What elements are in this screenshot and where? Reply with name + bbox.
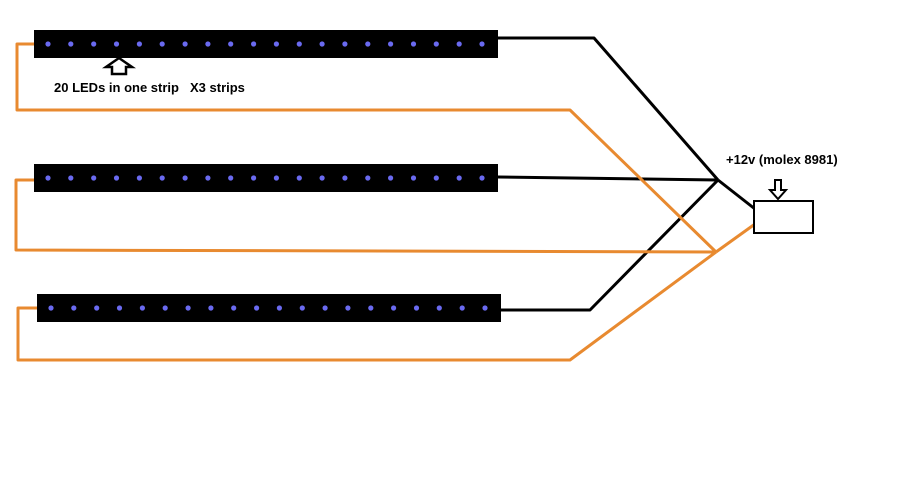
led [436, 305, 442, 311]
ground-wire-to-connector [717, 178, 756, 211]
ground-wire-2 [497, 175, 719, 182]
led [319, 175, 325, 181]
positive-wire-3 [16, 250, 717, 362]
led [456, 41, 462, 47]
strip-count-label: 20 LEDs in one strip [54, 80, 179, 95]
led [433, 41, 439, 47]
led [113, 41, 120, 47]
led [456, 175, 462, 181]
connector-arrow-icon [767, 179, 789, 201]
led [45, 41, 51, 47]
led [276, 305, 282, 311]
strip-body [34, 30, 498, 58]
led [479, 41, 485, 47]
led [365, 175, 371, 181]
led [254, 305, 260, 311]
led [228, 41, 234, 47]
led [159, 175, 165, 181]
led [231, 305, 237, 311]
led [185, 305, 191, 311]
led [459, 305, 465, 311]
led [208, 305, 214, 311]
led [479, 175, 485, 181]
led [368, 305, 374, 311]
led-row [45, 41, 485, 47]
led [296, 175, 302, 181]
led-row [48, 305, 488, 311]
led [391, 305, 397, 311]
strip-arrow-icon [101, 56, 137, 76]
led-strip-2 [34, 164, 498, 192]
led [45, 175, 51, 181]
led [273, 175, 279, 181]
led-strip-3 [37, 294, 501, 322]
led [388, 41, 394, 47]
led [136, 175, 142, 181]
led [410, 41, 417, 47]
strip-body [37, 294, 501, 322]
strip-multiplier-label: X3 strips [190, 80, 245, 95]
led-row [45, 175, 485, 181]
led [273, 41, 279, 47]
led [388, 175, 394, 181]
led [433, 175, 439, 181]
led [296, 41, 302, 47]
power-label: +12v (molex 8981) [726, 152, 838, 167]
led [71, 305, 77, 311]
led [342, 41, 348, 47]
positive-wire-1 [15, 42, 718, 254]
led [68, 175, 74, 181]
led [68, 41, 74, 47]
positive-wire-to-connector [715, 222, 756, 254]
molex-connector [753, 200, 814, 234]
ground-wires [497, 36, 756, 312]
ground-wire-1 [498, 36, 720, 181]
ground-wire-3 [501, 178, 720, 312]
led [322, 305, 328, 311]
led [113, 175, 120, 181]
led [139, 305, 145, 311]
led [299, 305, 305, 311]
led [228, 175, 234, 181]
led [482, 305, 488, 311]
led [205, 175, 211, 181]
led [413, 305, 420, 311]
led [48, 305, 54, 311]
positive-wire-2 [14, 178, 717, 254]
led [116, 305, 123, 311]
led-strip-1 [34, 30, 498, 58]
led [251, 175, 257, 181]
led [162, 305, 168, 311]
led [94, 305, 100, 311]
led [251, 41, 257, 47]
led [159, 41, 165, 47]
led [182, 41, 188, 47]
led [345, 305, 351, 311]
led [342, 175, 348, 181]
led [319, 41, 325, 47]
positive-wires [14, 42, 756, 362]
led [410, 175, 417, 181]
led [91, 175, 97, 181]
led [136, 41, 142, 47]
led [205, 41, 211, 47]
strip-body [34, 164, 498, 192]
led [365, 41, 371, 47]
led [182, 175, 188, 181]
led [91, 41, 97, 47]
